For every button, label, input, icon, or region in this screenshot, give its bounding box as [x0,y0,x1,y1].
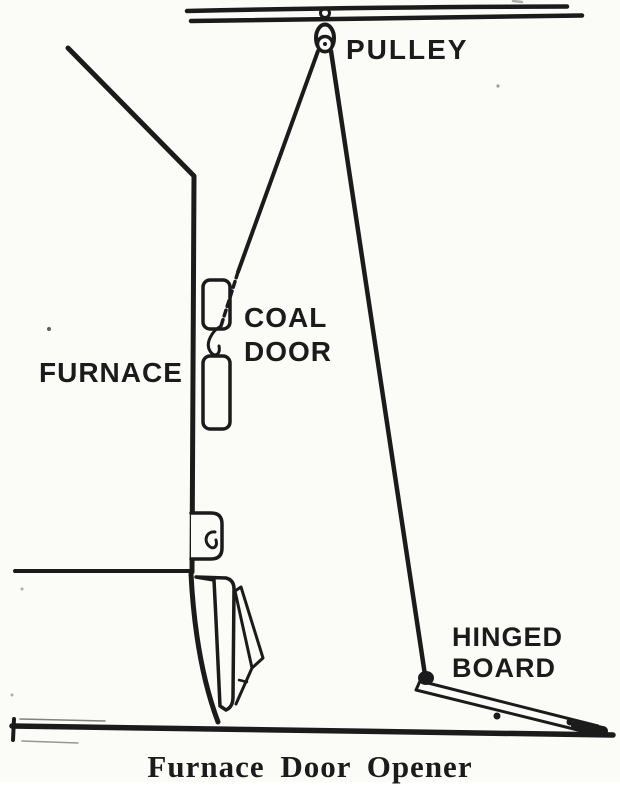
label-coal-door-line1: COAL [244,302,328,333]
hook [206,324,223,357]
hinge [571,721,608,736]
rope-to-coal-door [206,49,320,357]
figure-caption: Furnace Door Opener [147,749,473,784]
ceiling-lines [184,4,585,24]
scan-specks [10,0,524,697]
floor-line [9,717,616,744]
label-hinged-board-line2: BOARD [452,653,556,683]
furnace-outline [13,45,221,725]
rope-to-board [328,48,428,678]
label-hinged-board-line1: HINGED [452,622,564,652]
rope-knob [418,671,434,685]
ash-door-drawing [194,575,265,712]
label-pulley: PULLEY [346,34,469,65]
label-furnace: FURNACE [39,357,183,388]
label-coal-door-line2: DOOR [244,336,332,367]
chain [219,270,240,328]
pulley-drawing [314,7,336,54]
ash-door-latch [189,511,224,561]
